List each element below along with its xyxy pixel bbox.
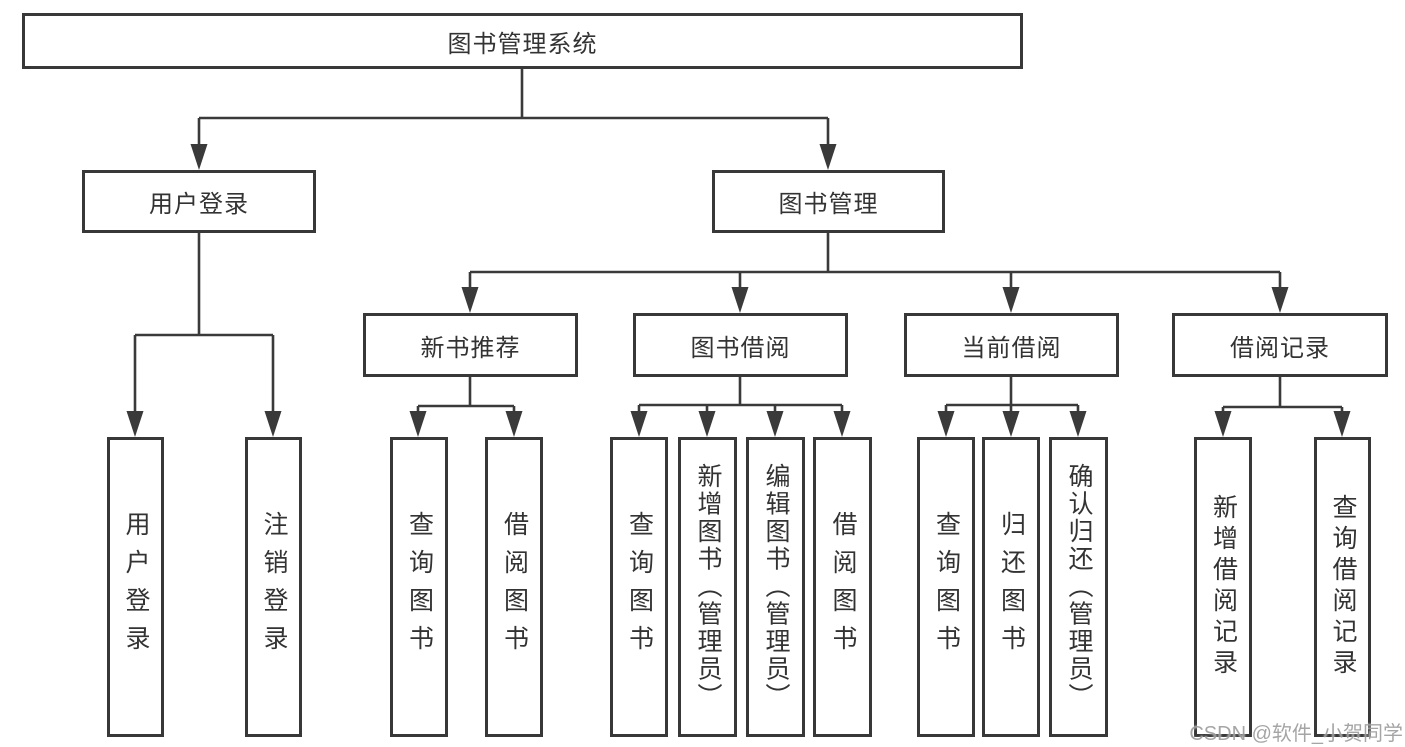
leaf-cb-return-book: 归还图书	[982, 437, 1040, 737]
node-new-book-rec: 新书推荐	[363, 313, 578, 377]
leaf-br-query-record-label: 查询借阅记录	[1329, 494, 1357, 680]
node-book-mgmt: 图书管理	[712, 170, 945, 233]
leaf-bb-edit-book: 编辑图书（管理员）	[746, 437, 805, 737]
leaf-logout-label: 注销登录	[260, 511, 288, 663]
leaf-cb-query-book: 查询图书	[917, 437, 975, 737]
node-book-mgmt-label: 图书管理	[778, 191, 879, 218]
node-current-borrow: 当前借阅	[904, 313, 1119, 377]
leaf-user-login: 用户登录	[107, 437, 164, 737]
node-book-borrow-label: 图书借阅	[690, 334, 791, 362]
node-root: 图书管理系统	[22, 13, 1023, 69]
leaf-cb-return-book-label: 归还图书	[997, 511, 1026, 663]
leaf-bb-query-book: 查询图书	[610, 437, 668, 737]
node-new-book-rec-label: 新书推荐	[420, 334, 521, 362]
connector-current-borrow-to-leaves	[937, 377, 1087, 437]
node-borrow-record: 借阅记录	[1172, 313, 1388, 377]
leaf-cb-confirm-return: 确认归还（管理员）	[1049, 437, 1108, 737]
leaf-bb-add-book: 新增图书（管理员）	[678, 437, 737, 737]
leaf-bb-add-book-label: 新增图书（管理员）	[694, 463, 722, 711]
node-current-borrow-label: 当前借阅	[961, 334, 1062, 362]
leaf-user-login-label: 用户登录	[122, 511, 150, 663]
leaf-rec-query-book: 查询图书	[390, 437, 448, 737]
leaf-bb-query-book-label: 查询图书	[625, 511, 654, 663]
node-borrow-record-label: 借阅记录	[1230, 334, 1330, 362]
connector-book-mgmt-to-level3	[461, 233, 1289, 313]
connector-borrow-record-to-leaves	[1214, 377, 1351, 437]
node-user-login: 用户登录	[82, 170, 316, 233]
leaf-rec-borrow-book: 借阅图书	[485, 437, 543, 737]
leaf-rec-query-book-label: 查询图书	[405, 511, 434, 663]
node-user-login-label: 用户登录	[149, 191, 249, 218]
connector-new-book-rec-to-leaves	[409, 377, 523, 437]
leaf-br-add-record: 新增借阅记录	[1194, 437, 1252, 737]
connector-root-to-level2	[190, 68, 837, 170]
leaf-br-add-record-label: 新增借阅记录	[1209, 494, 1238, 680]
leaf-br-query-record: 查询借阅记录	[1314, 437, 1371, 737]
node-book-borrow: 图书借阅	[633, 313, 848, 377]
leaf-rec-borrow-book-label: 借阅图书	[500, 511, 529, 663]
leaf-cb-query-book-label: 查询图书	[932, 511, 961, 663]
csdn-watermark: CSDN @软件_小贺同学	[1189, 723, 1403, 745]
node-root-label: 图书管理系统	[447, 30, 598, 58]
leaf-bb-edit-book-label: 编辑图书（管理员）	[762, 463, 790, 711]
leaf-logout: 注销登录	[245, 437, 302, 737]
connector-book-borrow-to-leaves	[630, 377, 851, 437]
connector-user-login-to-leaves	[126, 233, 282, 437]
leaf-cb-confirm-return-label: 确认归还（管理员）	[1065, 463, 1093, 711]
leaf-bb-borrow-book: 借阅图书	[813, 437, 872, 737]
leaf-bb-borrow-book-label: 借阅图书	[829, 511, 857, 663]
